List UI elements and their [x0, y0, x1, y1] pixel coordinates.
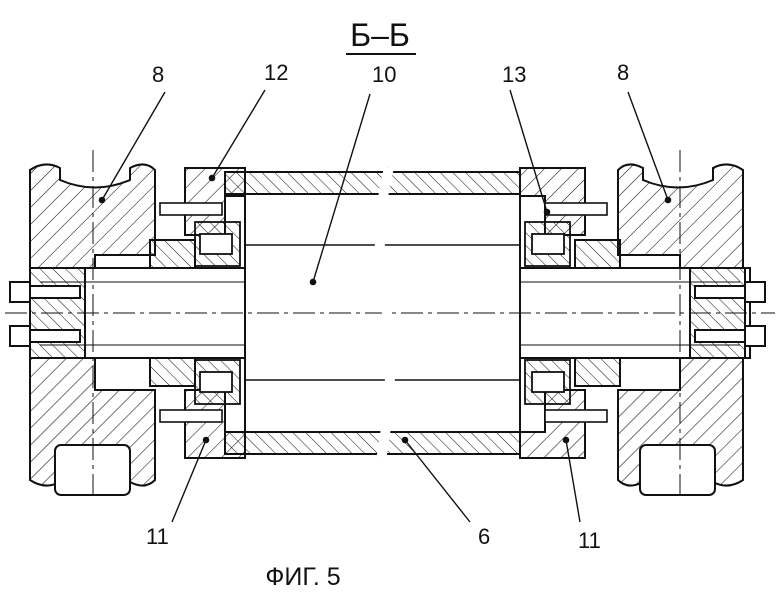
callout-axle: 10	[372, 62, 396, 87]
callout-tube: 6	[478, 524, 490, 549]
callout-wheel-right: 8	[617, 60, 629, 85]
callout-housing-top-left: 12	[264, 60, 288, 85]
svg-text:Б–Б: Б–Б	[350, 17, 410, 53]
left-housing	[149, 167, 246, 459]
callout-wheel-left: 8	[152, 62, 164, 87]
figure-caption: ФИГ. 5	[265, 563, 340, 591]
leader-lines	[98, 89, 672, 523]
right-bearings	[524, 221, 571, 405]
callout-bearing-right: 13	[502, 62, 526, 87]
callout-housing-bottom-right: 11	[578, 528, 601, 553]
left-bearings	[194, 221, 241, 405]
housing-bolts	[159, 202, 608, 423]
section-title: Б–Б	[346, 17, 416, 55]
callout-housing-bottom-left: 11	[146, 524, 169, 549]
